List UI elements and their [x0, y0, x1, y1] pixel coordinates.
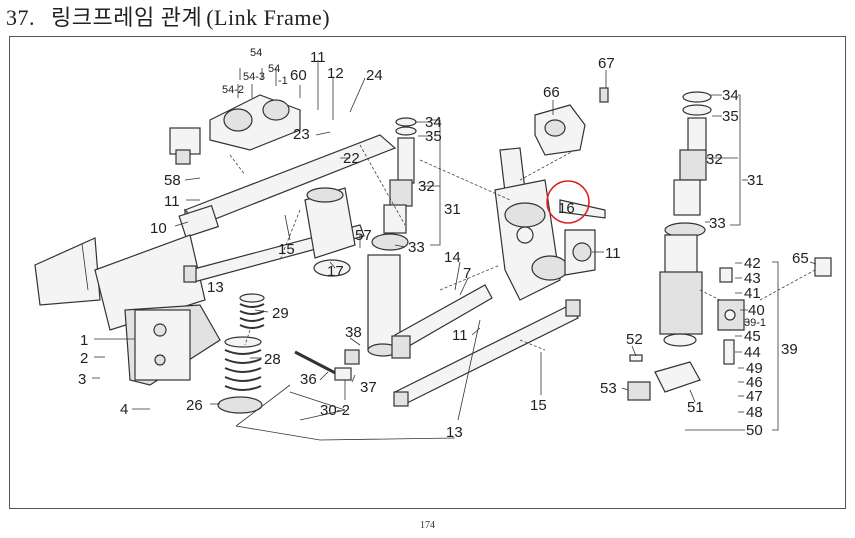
- label-45: 45: [744, 328, 761, 345]
- label-31-right: 31: [747, 172, 764, 189]
- callout-labels: 54 54-3 54 -1 54-2 11 60 12 24 23 22 58 …: [78, 47, 809, 441]
- label-35-right: 35: [722, 108, 739, 125]
- label-32-right: 32: [706, 151, 723, 168]
- link-frame-16: [494, 147, 606, 301]
- section-number: 37.: [6, 5, 35, 30]
- label-34-right: 34: [722, 87, 739, 104]
- title-korean: 링크프레임 관계: [51, 5, 203, 30]
- highlight-circle: [546, 180, 590, 224]
- label-7: 7: [463, 265, 471, 282]
- label-60: 60: [290, 67, 307, 84]
- label-50: 50: [746, 422, 763, 439]
- label-30-2: 30-2: [320, 402, 350, 419]
- label-3: 3: [78, 371, 86, 388]
- label-47: 47: [746, 388, 763, 405]
- label-36: 36: [300, 371, 317, 388]
- title-english: (Link Frame): [206, 5, 331, 30]
- label-52: 52: [626, 331, 643, 348]
- label-38: 38: [345, 324, 362, 341]
- upper-frame-bar: [178, 134, 397, 238]
- leader-lines: [92, 60, 817, 441]
- label-33-center: 33: [408, 239, 425, 256]
- label-28: 28: [264, 351, 281, 368]
- label-54: 54: [250, 47, 262, 59]
- label-23: 23: [293, 126, 310, 143]
- label-11-top: 11: [310, 49, 326, 66]
- label-41: 41: [744, 285, 761, 302]
- label-32-center: 32: [418, 178, 435, 195]
- valve-assembly-39: [627, 257, 832, 401]
- label-39: 39: [781, 341, 798, 358]
- spring-28: [217, 336, 263, 414]
- label-57: 57: [355, 227, 372, 244]
- label-67: 67: [598, 55, 615, 72]
- label-11-left: 11: [164, 193, 180, 210]
- label-17: 17: [327, 263, 344, 280]
- label-10: 10: [150, 220, 167, 237]
- label-11-center: 11: [452, 327, 468, 344]
- label-15-left: 15: [278, 241, 295, 258]
- label-39-1: 39-1: [744, 317, 766, 329]
- label-53: 53: [600, 380, 617, 397]
- label-13-lower: 13: [446, 424, 463, 441]
- label-24: 24: [366, 67, 383, 84]
- label-37: 37: [360, 379, 377, 396]
- label-54-2: 54-2: [222, 84, 244, 96]
- label-42: 42: [744, 255, 761, 272]
- label-49: 49: [746, 360, 763, 377]
- label-26: 26: [186, 397, 203, 414]
- label-29: 29: [272, 305, 289, 322]
- bracket-assembly-54: [169, 94, 301, 165]
- pin-36: [294, 349, 360, 381]
- label-66: 66: [543, 84, 560, 101]
- label-35-center: 35: [425, 128, 442, 145]
- tie-bar-13-lower: [393, 299, 581, 407]
- bracket-66: [534, 87, 609, 156]
- label-31-center: 31: [444, 201, 461, 218]
- label-15-lower: 15: [530, 397, 547, 414]
- label-43: 43: [744, 270, 761, 287]
- label-12: 12: [327, 65, 344, 82]
- mount-17: [304, 187, 356, 277]
- label-65: 65: [792, 250, 809, 267]
- link-bar-7: [391, 284, 493, 359]
- label-1: 1: [80, 332, 88, 349]
- label-4: 4: [120, 401, 128, 418]
- assembly-guides: [229, 144, 816, 351]
- label-33-right: 33: [709, 215, 726, 232]
- diagram-frame: [9, 36, 846, 509]
- label-44: 44: [744, 344, 761, 361]
- label-34-center: 34: [425, 114, 442, 131]
- spring-29: [239, 293, 265, 329]
- label-54-3: 54-3: [243, 71, 265, 83]
- label-58: 58: [164, 172, 181, 189]
- label-48: 48: [746, 404, 763, 421]
- label-minus-1: -1: [278, 75, 288, 87]
- label-13-left: 13: [207, 279, 224, 296]
- page-title: 37. 링크프레임 관계(Link Frame): [6, 0, 340, 32]
- label-2: 2: [80, 350, 88, 367]
- label-16: 16: [558, 200, 575, 217]
- label-46: 46: [746, 374, 763, 391]
- label-40: 40: [748, 302, 765, 319]
- label-54-top: 54: [268, 63, 280, 75]
- label-51: 51: [687, 399, 704, 416]
- label-11-right: 11: [605, 245, 621, 262]
- label-22: 22: [343, 150, 360, 167]
- shock-absorber-right: [659, 91, 712, 347]
- page-number: 174: [420, 520, 435, 531]
- label-14: 14: [444, 249, 461, 266]
- shock-absorber-center: [367, 117, 417, 357]
- left-base-frame: [34, 234, 221, 386]
